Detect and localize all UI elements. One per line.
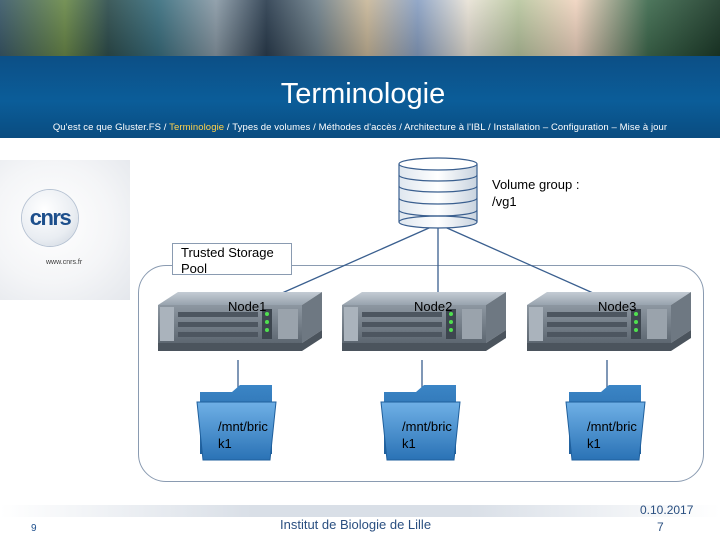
pool-label: Trusted Storage Pool <box>172 243 292 276</box>
folder-icon-node2 <box>380 385 461 461</box>
mount-line2: k1 <box>587 436 601 451</box>
link-db-node1 <box>254 223 439 306</box>
breadcrumb: Qu'est ce que Gluster.FS / Terminologie … <box>0 122 720 133</box>
server-icon-node2 <box>342 292 506 351</box>
cnrs-url: www.cnrs.fr <box>46 259 83 266</box>
slide-number: 9 <box>31 523 37 534</box>
mount-label: /mnt/bric k1 <box>218 418 268 452</box>
folder-icon-node3 <box>565 385 646 461</box>
folder-icon-node1 <box>196 385 277 461</box>
mount-line1: /mnt/bric <box>218 419 268 434</box>
pool-label-line2: Pool <box>181 261 208 276</box>
footer-institution: Institut de Biologie de Lille <box>280 517 432 532</box>
volume-group-line2: /vg1 <box>492 194 517 209</box>
link-db-node3 <box>437 223 621 306</box>
node-label: Node2 <box>414 299 453 314</box>
cnrs-logo-text: cnrs <box>29 205 72 230</box>
breadcrumb-before: Qu'est ce que Gluster.FS / <box>52 122 170 133</box>
footer-date-clipped: 0.10.2017 <box>640 503 694 517</box>
mount-label: /mnt/bric k1 <box>402 418 452 452</box>
mount-line1: /mnt/bric <box>587 419 637 434</box>
breadcrumb-active: Terminologie <box>169 122 225 133</box>
slide-title: Terminologie <box>280 78 446 110</box>
server-icon-node3 <box>527 292 691 351</box>
cnrs-logo <box>22 190 78 246</box>
breadcrumb-after: / Types de volumes / Méthodes d'accès / … <box>224 122 668 133</box>
footer-divider <box>0 505 720 517</box>
node-label: Node1 <box>228 299 267 314</box>
server-icon-node1 <box>158 292 322 351</box>
mount-line2: k1 <box>218 436 232 451</box>
volume-group-line1: Volume group : <box>492 177 580 192</box>
title-band <box>0 56 720 138</box>
header-photo-strip <box>0 0 720 56</box>
volume-group-label: Volume group : /vg1 <box>492 176 579 210</box>
mount-label: /mnt/bric k1 <box>587 418 637 452</box>
footer-right-number: 7 <box>657 520 664 534</box>
mount-line2: k1 <box>402 436 416 451</box>
mount-line1: /mnt/bric <box>402 419 452 434</box>
node-label: Node3 <box>598 299 637 314</box>
database-icon <box>398 157 478 229</box>
pool-label-line1: Trusted Storage <box>181 245 274 260</box>
